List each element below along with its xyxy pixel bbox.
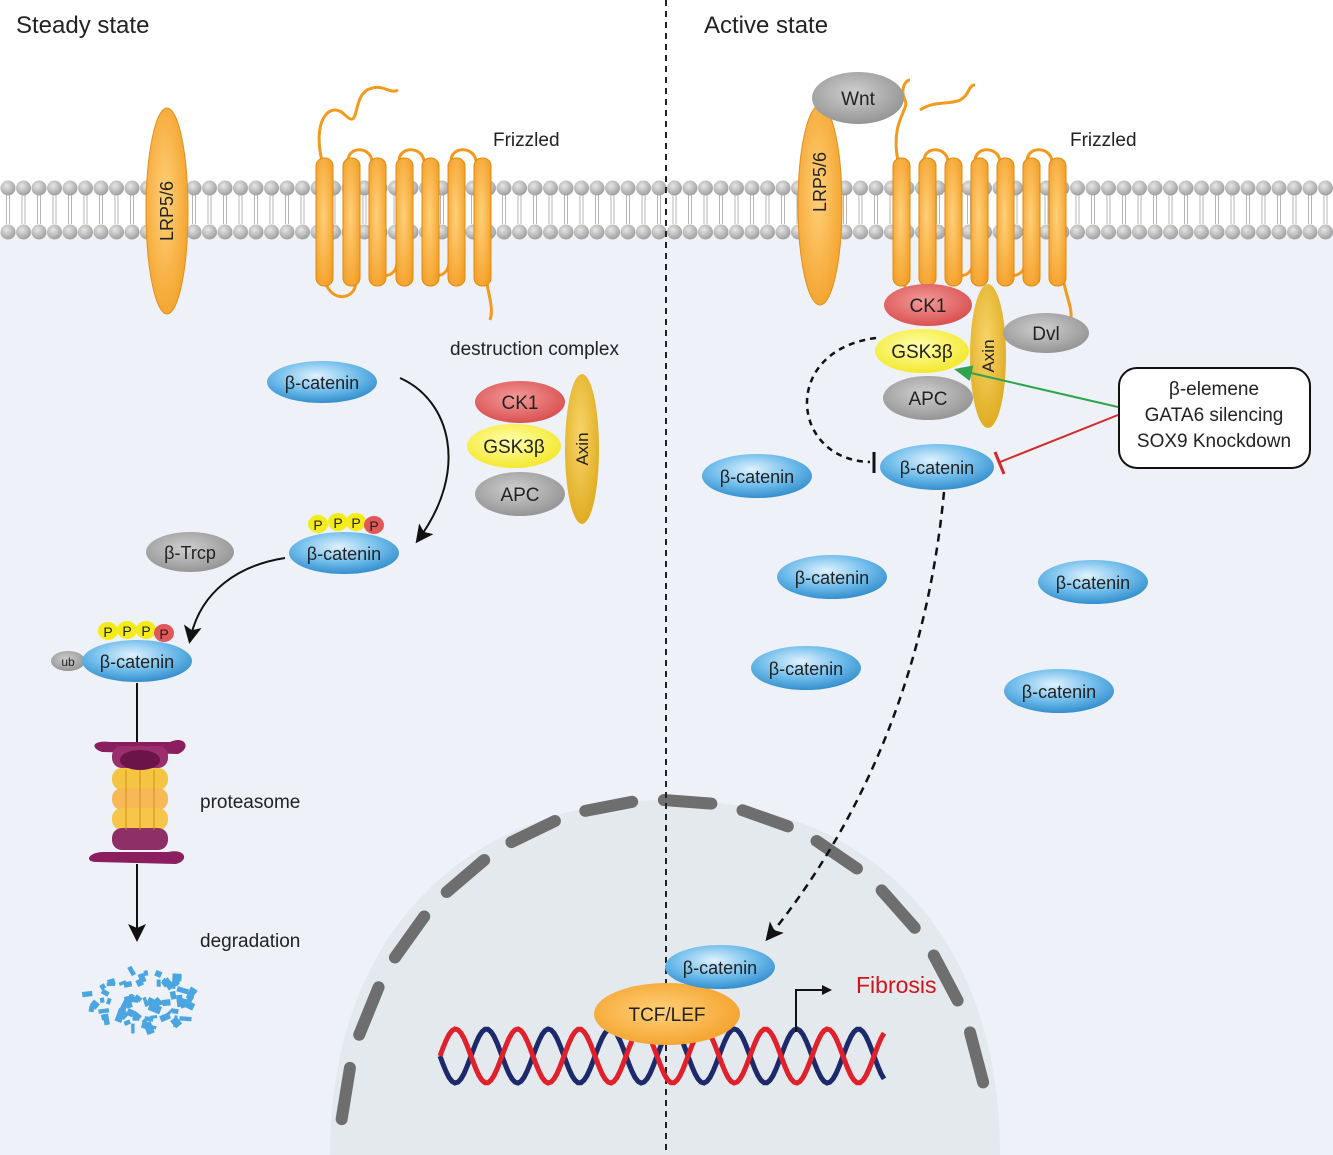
dvl-label: Dvl xyxy=(1032,324,1059,345)
frizzled-label-right: Frizzled xyxy=(1070,130,1137,151)
active-state-title: Active state xyxy=(704,12,828,39)
svg-text:P: P xyxy=(369,518,378,534)
nuclear-envelope xyxy=(335,794,990,1126)
svg-text:β-catenin: β-catenin xyxy=(795,568,869,588)
svg-text:β-Trcp: β-Trcp xyxy=(164,543,216,563)
ubiquitin-tag xyxy=(51,651,85,671)
tcf-lef: TCF/LEF xyxy=(594,983,740,1045)
transcription-start-arrow xyxy=(795,985,832,1032)
tcf-lef-label: TCF/LEF xyxy=(628,1005,705,1026)
ck1-label-left: CK1 xyxy=(502,393,539,414)
ck1-right xyxy=(884,284,972,326)
recruited-complex: Axin Dvl CK1 GSK3β APC xyxy=(875,284,1089,428)
proteasome xyxy=(89,739,186,864)
apc-label-left: APC xyxy=(500,485,539,506)
inhibitor-sox9-knockdown: SOX9 Knockdown xyxy=(1137,431,1291,452)
beta-catenin-cytoplasm-5: β-catenin xyxy=(1004,669,1114,713)
beta-catenin-steady-free: β-catenin xyxy=(267,361,377,403)
beta-trcp: β-Trcp xyxy=(146,532,234,572)
ck1-left xyxy=(475,381,565,423)
destruction-complex: Axin CK1 GSK3β APC xyxy=(467,374,599,524)
apc-right xyxy=(883,376,973,420)
proteasome-label: proteasome xyxy=(200,792,300,813)
nuclear-translocation-arrow xyxy=(765,491,946,942)
inhibitor-gata6-silencing: GATA6 silencing xyxy=(1145,405,1284,426)
svg-text:P: P xyxy=(313,517,322,533)
dvl xyxy=(1003,313,1089,353)
ubiquitin-label: ub xyxy=(61,655,75,669)
ubiquitination-arrow xyxy=(183,557,286,644)
beta-catenin-ubiquitinated: P P P P ub β-catenin xyxy=(51,621,192,682)
inhibitor-beta-elemene: β-elemene xyxy=(1169,379,1259,400)
gsk3b-label-right: GSK3β xyxy=(891,342,953,363)
gsk3b-label-left: GSK3β xyxy=(483,437,545,458)
phospho-group-2: P P P P xyxy=(98,621,174,642)
gsk3b-left xyxy=(467,424,561,468)
complex-inhibition-dashed xyxy=(805,336,877,464)
beta-catenin-phosphorylated: P P P P β-catenin xyxy=(289,513,399,574)
steady-state-title: Steady state xyxy=(16,12,149,39)
beta-catenin-cytoplasm-1: β-catenin xyxy=(702,454,812,498)
axin-label-right: Axin xyxy=(979,339,998,372)
fibrosis-label: Fibrosis xyxy=(856,972,937,998)
gsk3b-right xyxy=(875,329,969,373)
beta-catenin-cytoplasm-3: β-catenin xyxy=(1038,560,1148,604)
inhibitors-box: β-elemene GATA6 silencing SOX9 Knockdown xyxy=(1118,367,1311,469)
svg-text:β-catenin: β-catenin xyxy=(307,544,381,564)
svg-text:β-catenin: β-catenin xyxy=(100,652,174,672)
beta-catenin-nuclear: β-catenin xyxy=(665,945,775,989)
frizzled-receptor-left xyxy=(315,85,493,321)
svg-text:β-catenin: β-catenin xyxy=(769,659,843,679)
inhibition-bar-red xyxy=(993,451,1006,475)
lrp-receptor-left: LRP5/6 xyxy=(145,107,189,315)
apc-left xyxy=(475,472,565,516)
activation-arrow-green xyxy=(954,365,1119,408)
apc-label-right: APC xyxy=(908,389,947,410)
beta-catenin-cytoplasm-2: β-catenin xyxy=(777,555,887,599)
svg-text:P: P xyxy=(141,623,150,639)
svg-text:P: P xyxy=(159,626,168,642)
svg-text:β-catenin: β-catenin xyxy=(900,458,974,478)
phospho-group-1: P P P P xyxy=(308,513,384,534)
lrp-receptor-right: LRP5/6 xyxy=(797,104,843,306)
svg-text:P: P xyxy=(103,624,112,640)
ck1-label-right: CK1 xyxy=(910,296,947,317)
wnt-ligand: Wnt xyxy=(812,72,904,124)
svg-text:β-catenin: β-catenin xyxy=(285,373,359,393)
svg-text:β-catenin: β-catenin xyxy=(720,467,794,487)
svg-text:β-catenin: β-catenin xyxy=(1022,682,1096,702)
svg-text:β-catenin: β-catenin xyxy=(683,958,757,978)
phosphorylation-arrow xyxy=(399,377,450,544)
destruction-complex-label: destruction complex xyxy=(450,339,619,360)
lrp-label-right: LRP5/6 xyxy=(810,152,830,212)
svg-text:β-catenin: β-catenin xyxy=(1056,573,1130,593)
degraded-fragments xyxy=(81,965,198,1036)
beta-catenin-target: β-catenin xyxy=(880,444,994,490)
degradation-label: degradation xyxy=(200,931,300,952)
svg-text:P: P xyxy=(351,515,360,531)
axin-label-left: Axin xyxy=(573,432,592,465)
beta-catenin-cytoplasm-4: β-catenin xyxy=(751,646,861,690)
lrp-label-left: LRP5/6 xyxy=(157,181,177,241)
axin-right xyxy=(970,284,1006,428)
inhibition-line-red xyxy=(999,414,1119,463)
frizzled-label-left: Frizzled xyxy=(493,130,560,151)
svg-text:P: P xyxy=(122,623,131,639)
svg-text:P: P xyxy=(333,515,342,531)
wnt-label: Wnt xyxy=(841,89,876,110)
